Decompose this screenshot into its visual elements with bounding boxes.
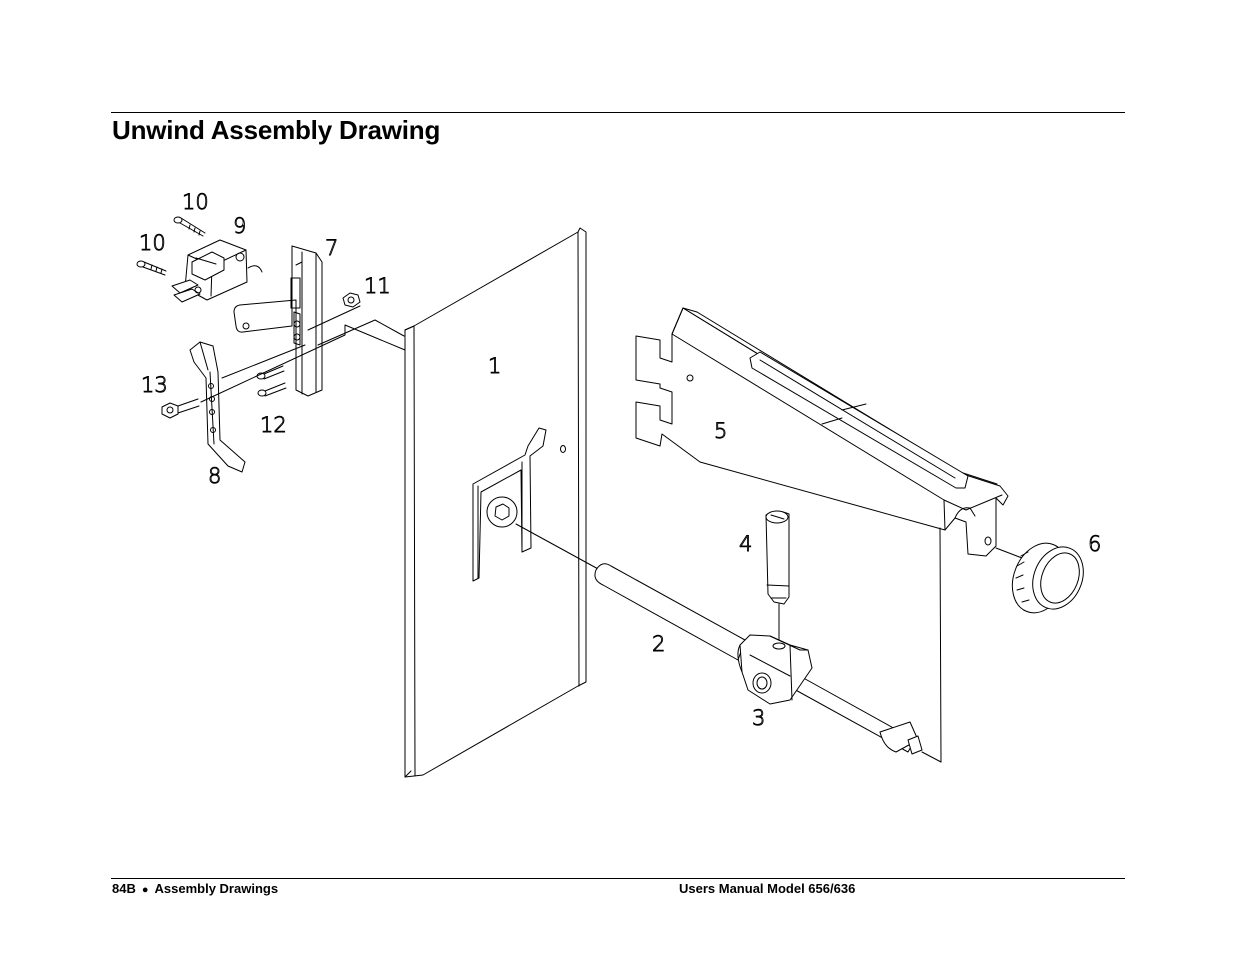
callout-10-top: 10 <box>182 190 209 214</box>
callout-11: 11 <box>364 274 391 298</box>
part-6-knob <box>995 542 1084 614</box>
callout-8: 8 <box>208 464 221 488</box>
callout-10-left: 10 <box>139 231 166 255</box>
part-1-plate <box>404 227 587 778</box>
callout-2: 2 <box>652 632 665 656</box>
footer-manual-title: Users Manual Model 656/636 <box>679 881 856 896</box>
part-13-screw <box>161 398 200 419</box>
part-5-arm <box>635 307 1009 557</box>
footer-section: Assembly Drawings <box>154 881 279 896</box>
footer-bullet: ● <box>141 884 149 896</box>
page-title: Unwind Assembly Drawing <box>112 115 441 145</box>
footer-rule <box>111 878 1125 879</box>
callout-4: 4 <box>739 532 752 556</box>
part-8-latch <box>189 341 246 473</box>
part-12-screws <box>256 365 287 397</box>
footer-page-number: 84B <box>112 881 136 896</box>
header-rule <box>111 112 1125 113</box>
part-10-screws <box>136 216 206 276</box>
callout-6: 6 <box>1088 532 1101 556</box>
callout-13: 13 <box>141 373 168 397</box>
assembly-lines-left <box>200 305 406 403</box>
callout-3: 3 <box>752 706 765 730</box>
part-11-nut <box>342 292 361 308</box>
part-7-bracket <box>233 245 323 397</box>
callout-9: 9 <box>233 214 246 238</box>
callout-5: 5 <box>714 419 727 443</box>
callout-labels: 1 2 3 4 5 6 7 8 9 10 10 11 12 13 <box>139 190 1102 731</box>
part-3-collar <box>737 634 813 705</box>
callout-12: 12 <box>260 413 287 437</box>
footer-left: 84B ● Assembly Drawings <box>112 881 278 896</box>
part-4-thumbscrew <box>765 510 790 641</box>
callout-7: 7 <box>325 236 338 260</box>
part-1-back-panel <box>515 523 942 763</box>
part-9-switch <box>171 239 263 303</box>
callout-1: 1 <box>488 354 501 378</box>
